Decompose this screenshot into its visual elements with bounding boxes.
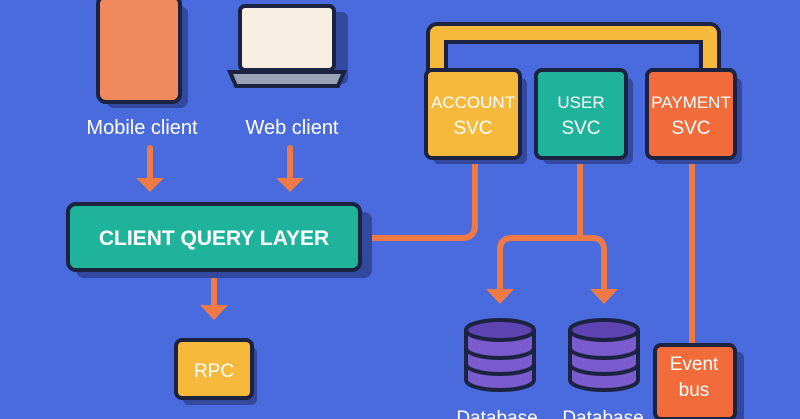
database-band: [464, 347, 536, 376]
mobile-arrowhead: [136, 178, 164, 192]
service-user: USER SVC: [534, 68, 633, 164]
account-svc-line2: SVC: [453, 118, 492, 139]
rpc-box: [174, 338, 254, 400]
client-query-layer: CLIENT QUERY LAYER: [66, 202, 372, 278]
event-bus-line1: Event: [670, 354, 719, 375]
database-2-label: Database: [562, 408, 643, 419]
mobile-client-label: Mobile client: [86, 117, 198, 139]
web-client-label: Web client: [245, 117, 338, 139]
event-bus-line2: bus: [679, 380, 710, 401]
laptop-icon: [226, 70, 348, 88]
payment-svc-line1: PAYMENT: [651, 93, 731, 112]
web-arrowhead: [276, 178, 304, 192]
rpc-arrowhead: [200, 305, 228, 320]
mobile-client: Mobile client: [86, 0, 198, 139]
user-svc-line1: USER: [557, 93, 604, 112]
service-account: ACCOUNT SVC: [424, 68, 527, 164]
user-svc-box: [534, 68, 628, 160]
payment-svc-box: [645, 68, 737, 160]
user-svc-line2: SVC: [561, 118, 600, 139]
web-client: Web client: [226, 4, 348, 139]
database-2-arrowhead: [590, 289, 618, 304]
user-to-database-2-line: [577, 235, 607, 293]
rpc-label: RPC: [194, 361, 234, 382]
database-band: [568, 347, 640, 376]
database-top: [568, 318, 640, 342]
payment-svc-line2: SVC: [671, 118, 710, 139]
connectors: [147, 22, 721, 348]
laptop-screen: [238, 4, 336, 72]
service-top-bus-fill: [430, 26, 717, 79]
service-payment: PAYMENT SVC: [645, 68, 742, 164]
account-svc-line1: ACCOUNT: [431, 93, 515, 112]
account-svc-box: [424, 68, 522, 160]
user-to-databases-line: [497, 157, 583, 293]
database-2: Database: [562, 318, 644, 419]
event-bus-box: [653, 343, 737, 419]
query-layer-box: [66, 202, 362, 272]
arrowheads: [136, 178, 618, 320]
phone-icon: [96, 0, 182, 104]
database-top: [464, 318, 536, 342]
rpc-node: RPC: [174, 338, 257, 405]
database-1: Database: [456, 318, 538, 419]
event-bus: Event bus: [653, 343, 744, 419]
query-layer-label: CLIENT QUERY LAYER: [99, 227, 329, 250]
database-1-arrowhead: [486, 289, 514, 304]
database-1-label: Database: [456, 408, 537, 419]
query-to-account-line: [369, 157, 478, 241]
